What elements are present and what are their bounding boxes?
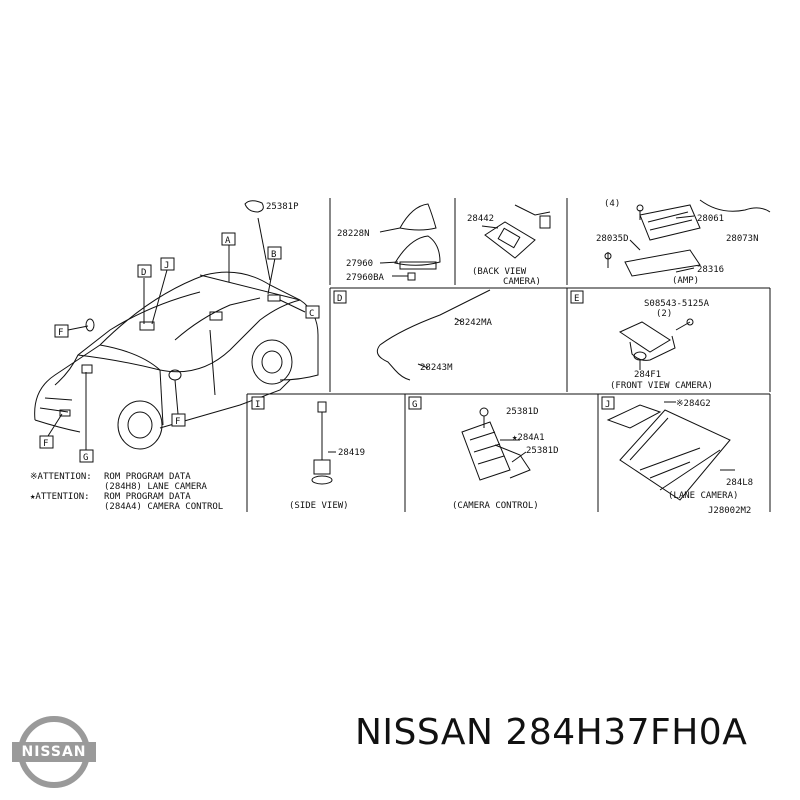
attention-notes: ※ATTENTION: ROM PROGRAM DATA (284H8) LAN…: [30, 472, 223, 512]
attention-2-line1: ROM PROGRAM DATA: [104, 492, 191, 502]
lane-camera-drawing: [606, 401, 735, 501]
amp-qty: (4): [604, 199, 620, 209]
panel-g-letter: G: [412, 400, 417, 410]
leader-lines: [47, 217, 306, 450]
overview-letters: A B C D J F F F G: [43, 236, 314, 463]
part-27960: 27960: [346, 259, 373, 269]
letter-f-mirror: F: [175, 417, 180, 427]
part-28035d: 28035D: [596, 234, 629, 244]
amp-drawing: [604, 199, 771, 277]
part-284l8: 284L8: [726, 478, 753, 488]
letter-f-bottom: F: [43, 439, 48, 449]
letter-f-left: F: [58, 328, 63, 338]
nissan-logo: NISSAN: [4, 712, 96, 792]
back-view-camera-drawing: [481, 204, 551, 259]
attention-1-line1: ROM PROGRAM DATA: [104, 472, 191, 482]
letter-c: C: [309, 309, 314, 319]
parts-diagram: A B C D J F F F G D E I G J 25381P 28228…: [30, 198, 771, 516]
side-view-camera-drawing: [311, 401, 336, 485]
antenna-part-drawing: [379, 203, 441, 281]
panel-i-letter: I: [255, 400, 260, 410]
panel-e-letter: E: [574, 294, 579, 304]
letter-g: G: [83, 453, 88, 463]
part-s08543-5125a: S08543-5125A: [644, 299, 710, 309]
side-view-caption: (SIDE VIEW): [289, 501, 349, 511]
camera-control-caption: (CAMERA CONTROL): [452, 501, 539, 511]
panel-j-letter: J: [605, 400, 610, 410]
attention-1-mark: ※ATTENTION:: [30, 472, 92, 482]
attention-2-mark: ★ATTENTION:: [30, 492, 90, 502]
car-outline: [34, 271, 319, 450]
front-view-caption: (FRONT VIEW CAMERA): [610, 381, 713, 391]
front-view-camera-drawing: [618, 318, 694, 370]
cable-drawing: [376, 289, 491, 381]
part-28061: 28061: [697, 214, 724, 224]
panel-grid: [246, 198, 771, 512]
part-25381d-bottom: 25381D: [526, 446, 559, 456]
back-view-caption-2: CAMERA): [503, 277, 541, 287]
part-28419: 28419: [338, 448, 365, 458]
antenna-part-icon: [244, 200, 264, 213]
part-28242ma: 28242MA: [454, 318, 493, 328]
part-27960ba: 27960BA: [346, 273, 385, 283]
part-28243m: 28243M: [420, 363, 453, 373]
attention-1-line2: (284H8) LANE CAMERA: [104, 482, 208, 492]
letter-d: D: [141, 268, 146, 278]
part-28442: 28442: [467, 214, 494, 224]
amp-caption: (AMP): [672, 276, 699, 286]
overview-letter-boxes: [39, 232, 320, 463]
part-28316: 28316: [697, 265, 724, 275]
part-284g2: ※284G2: [676, 399, 711, 409]
letter-a: A: [225, 236, 231, 246]
letter-b: B: [271, 250, 276, 260]
part-28228n: 28228N: [337, 229, 370, 239]
part-qty-2: (2): [656, 309, 672, 319]
part-25381d-top: 25381D: [506, 407, 539, 417]
reference-code: J28002M2: [708, 506, 751, 516]
part-number-title: NISSAN 284H37FH0A: [355, 712, 748, 753]
nissan-logo-text: NISSAN: [12, 742, 96, 762]
letter-j: J: [164, 261, 169, 271]
part-284a1: ★284A1: [512, 433, 545, 443]
panel-d-letter: D: [337, 294, 342, 304]
part-28073n: 28073N: [726, 234, 759, 244]
attention-2-line2: (284A4) CAMERA CONTROL: [104, 502, 223, 512]
back-view-caption-1: (BACK VIEW: [472, 267, 527, 277]
panel-letter-boxes: [251, 290, 615, 410]
lane-camera-caption: (LANE CAMERA): [668, 491, 738, 501]
part-284f1: 284F1: [634, 370, 661, 380]
part-25381p: 25381P: [266, 202, 299, 212]
camera-control-drawing: [461, 407, 531, 481]
